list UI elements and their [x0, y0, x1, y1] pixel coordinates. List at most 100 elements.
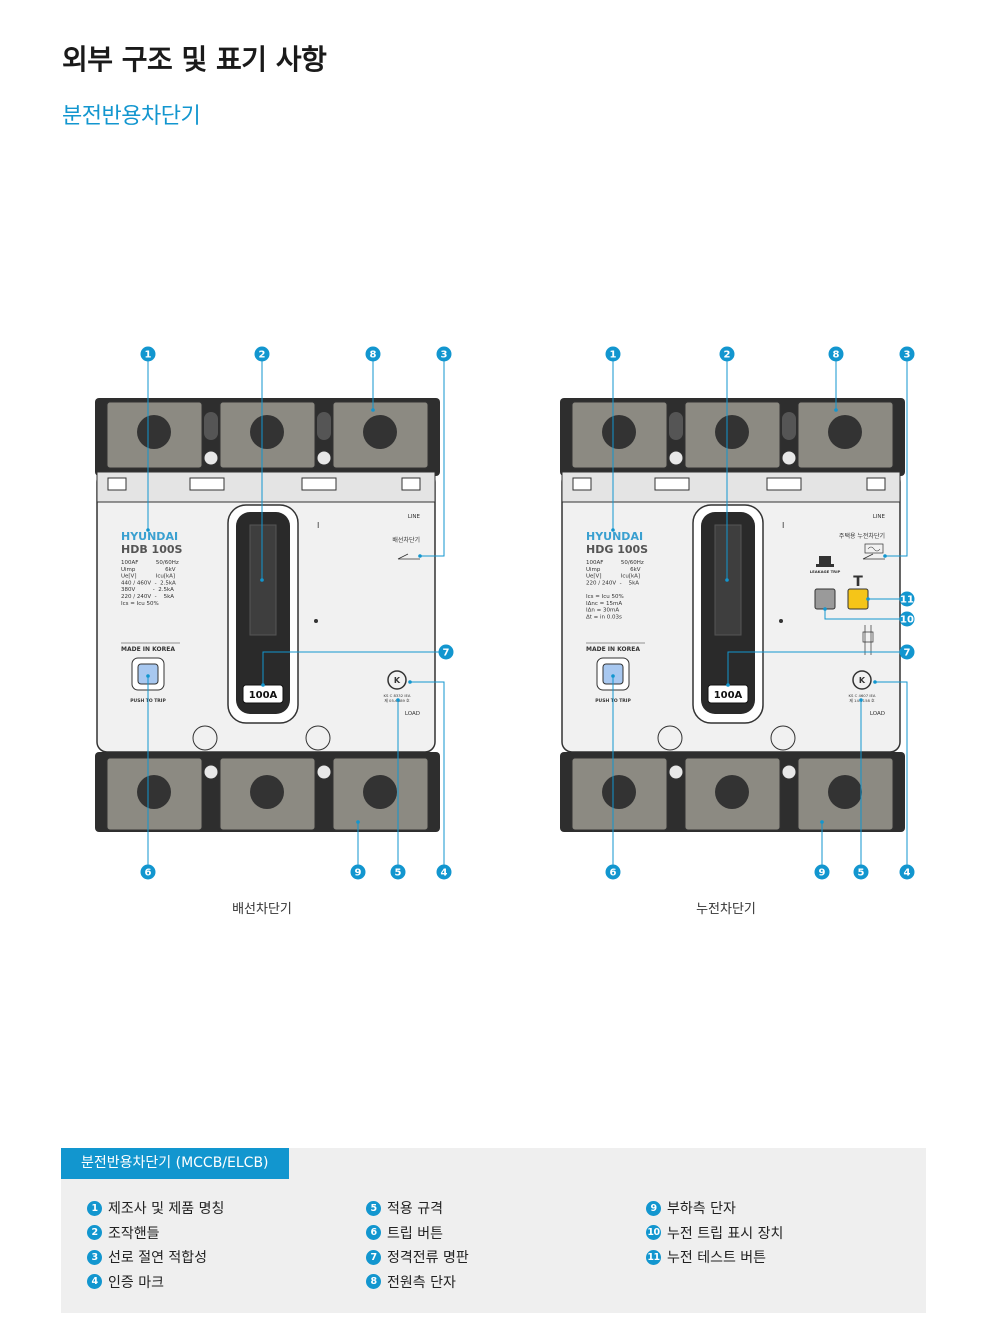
callout-7: 7	[899, 644, 915, 660]
callout-4: 4	[436, 864, 452, 880]
svg-text:K: K	[859, 676, 866, 685]
number-badge-icon: 4	[87, 1274, 102, 1290]
callout-1: 1	[605, 346, 621, 362]
callout-7: 7	[438, 644, 454, 660]
svg-text:11: 11	[900, 595, 914, 606]
spec-line: 100AF 50/60Hz	[121, 560, 179, 566]
spec-line: 380V - 2.5kA	[121, 587, 174, 593]
callout-11: 11	[899, 591, 915, 607]
rating-text: 100A	[714, 690, 743, 701]
load-label: LOAD	[870, 711, 885, 717]
legend-item-label: 적용 규격	[387, 1201, 443, 1218]
on-mark: I	[782, 521, 784, 530]
spec-line: Uimp 6kV	[586, 567, 641, 573]
elcb-diagram: 100A HYUNDAI HDG 100S 100AF 50/60HzUimp …	[560, 346, 915, 880]
model-text: HDB 100S	[121, 543, 183, 556]
line-terminals	[95, 398, 440, 476]
line-label: LINE	[873, 514, 886, 520]
callout-3: 3	[436, 346, 452, 362]
line-label: LINE	[408, 514, 421, 520]
legend-item: 11 누전 테스트 버튼	[646, 1245, 783, 1270]
callout-6: 6	[605, 864, 621, 880]
spec-line: 220 / 240V - 5kA	[586, 580, 639, 586]
cert-code-1: KS C 8332 IEA	[384, 693, 411, 698]
legend-item-label: 누전 테스트 버튼	[667, 1250, 767, 1267]
legend-item-label: 전원측 단자	[387, 1274, 456, 1291]
spec-line: Ue[V] Icu[kA]	[586, 574, 640, 580]
callout-8: 8	[828, 346, 844, 362]
number-badge-icon: 9	[646, 1200, 661, 1216]
svg-text:K: K	[394, 676, 401, 685]
svg-text:6: 6	[610, 868, 617, 879]
number-badge-icon: 11	[646, 1249, 661, 1265]
callout-9: 9	[350, 864, 366, 880]
spec-line: IΔnc = 15mA	[586, 601, 622, 607]
callout-2: 2	[254, 346, 270, 362]
svg-text:2: 2	[259, 350, 266, 361]
svg-text:8: 8	[833, 350, 840, 361]
spec-line: Ics = Icu 50%	[121, 601, 159, 607]
callout-5: 5	[853, 864, 869, 880]
leakage-trip-indicator	[814, 588, 836, 610]
load-terminals	[560, 752, 905, 832]
svg-text:10: 10	[900, 615, 914, 626]
spec-line: Δt = in 0.03s	[586, 614, 622, 620]
made-in-text: MADE IN KOREA	[586, 646, 640, 653]
svg-text:5: 5	[395, 868, 402, 879]
brand-text: HYUNDAI	[586, 530, 643, 543]
kc-cert-mark	[387, 670, 407, 690]
number-badge-icon: 10	[646, 1225, 661, 1241]
model-text: HDG 100S	[586, 543, 648, 556]
svg-text:1: 1	[610, 350, 617, 361]
line-terminals	[560, 398, 905, 476]
svg-text:3: 3	[904, 350, 911, 361]
svg-text:7: 7	[443, 648, 450, 659]
spec-line: IΔn = 30mA	[586, 608, 619, 614]
legend-item: 8 전원측 단자	[366, 1270, 469, 1295]
elcb-caption: 누전차단기	[696, 902, 756, 917]
svg-text:5: 5	[858, 868, 865, 879]
mccb-caption: 배선차단기	[232, 902, 292, 917]
brand-text: HYUNDAI	[121, 530, 178, 543]
spec-line: Ue[V] Icu[kA]	[121, 574, 175, 580]
callout-8: 8	[365, 346, 381, 362]
callout-9: 9	[814, 864, 830, 880]
svg-text:4: 4	[904, 868, 911, 879]
test-label: T	[853, 574, 863, 590]
spec-line: 220 / 240V - 5kA	[121, 594, 174, 600]
number-badge-icon: 5	[366, 1200, 381, 1216]
load-terminals	[95, 752, 440, 832]
number-badge-icon: 2	[87, 1225, 102, 1241]
svg-text:8: 8	[370, 350, 377, 361]
callout-1: 1	[140, 346, 156, 362]
svg-text:1: 1	[145, 350, 152, 361]
leakage-test-button[interactable]	[847, 588, 869, 610]
legend-item-label: 조작핸들	[108, 1225, 160, 1242]
number-badge-icon: 8	[366, 1274, 381, 1290]
svg-text:6: 6	[145, 868, 152, 879]
legend-item-label: 선로 절연 적합성	[108, 1250, 208, 1267]
page-subtitle: 분전반용차단기	[62, 104, 201, 129]
mccb-diagram: 100A HYUNDAI HDB 100S 100AF 50/60HzUimp …	[95, 346, 454, 880]
number-badge-icon: 1	[87, 1200, 102, 1216]
svg-text:3: 3	[441, 350, 448, 361]
svg-text:9: 9	[355, 868, 362, 879]
legend-item: 5 적용 규격	[366, 1196, 469, 1221]
svg-text:9: 9	[819, 868, 826, 879]
legend-item-label: 트립 버튼	[387, 1225, 443, 1242]
legend-title: 분전반용차단기 (MCCB/ELCB)	[61, 1148, 289, 1179]
callout-6: 6	[140, 864, 156, 880]
callout-4: 4	[899, 864, 915, 880]
callout-3: 3	[899, 346, 915, 362]
